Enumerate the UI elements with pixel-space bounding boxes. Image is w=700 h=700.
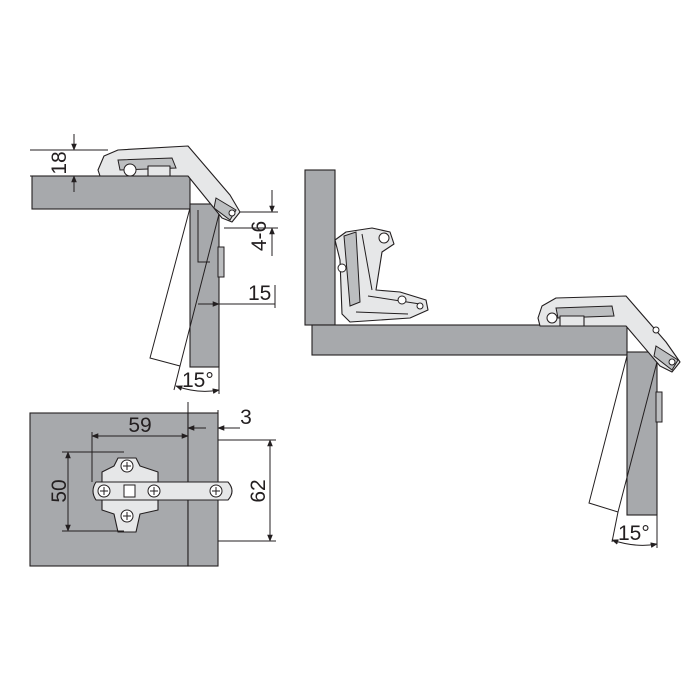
hinge-arm-right [537,295,681,373]
dim-total-height: 62 [218,439,276,542]
dim-label-59: 59 [128,414,151,437]
dim-edge-gap: 3 [187,406,252,440]
dim-angle-left: 15° [173,365,220,394]
door-open-ghost-right [588,355,658,513]
side-view-closed: 18 4-6 15 15° [30,134,278,394]
hinge-arm-front [92,481,233,501]
dim-label-15: 15 [248,282,271,305]
hinge-cup [217,246,225,278]
dim-plate-height: 50 [48,451,124,532]
dim-label-3: 3 [240,406,252,429]
dim-label-62: 62 [247,479,270,502]
dim-adjust-range: 4-6 [224,190,278,256]
dim-label-18: 18 [48,151,71,174]
dim-label-4-6: 4-6 [248,221,271,251]
cabinet-top-panel [31,175,191,210]
door-panel [189,203,220,368]
hinge-cup-right [655,391,663,423]
door-inner-line [197,210,210,263]
door-open-ghost [149,207,220,367]
dim-label-angle-left: 15° [182,369,214,392]
dim-label-50: 50 [48,479,71,502]
dim-overlay-height: 18 [30,134,108,192]
front-view-plate: 59 3 50 62 [29,402,276,567]
cabinet-side-panel [304,169,336,326]
folded-hinge [334,227,429,323]
hinge-arm-left [97,145,241,223]
cabinet-bottom-panel [311,324,628,356]
dim-door-offset: 15 [198,282,276,308]
dim-boring-distance: 59 [91,402,189,482]
side-view-open: 15° [304,169,681,548]
door-panel-right [626,351,658,516]
dim-label-angle-right: 15° [618,522,650,545]
dim-angle-right: 15° [611,511,658,548]
